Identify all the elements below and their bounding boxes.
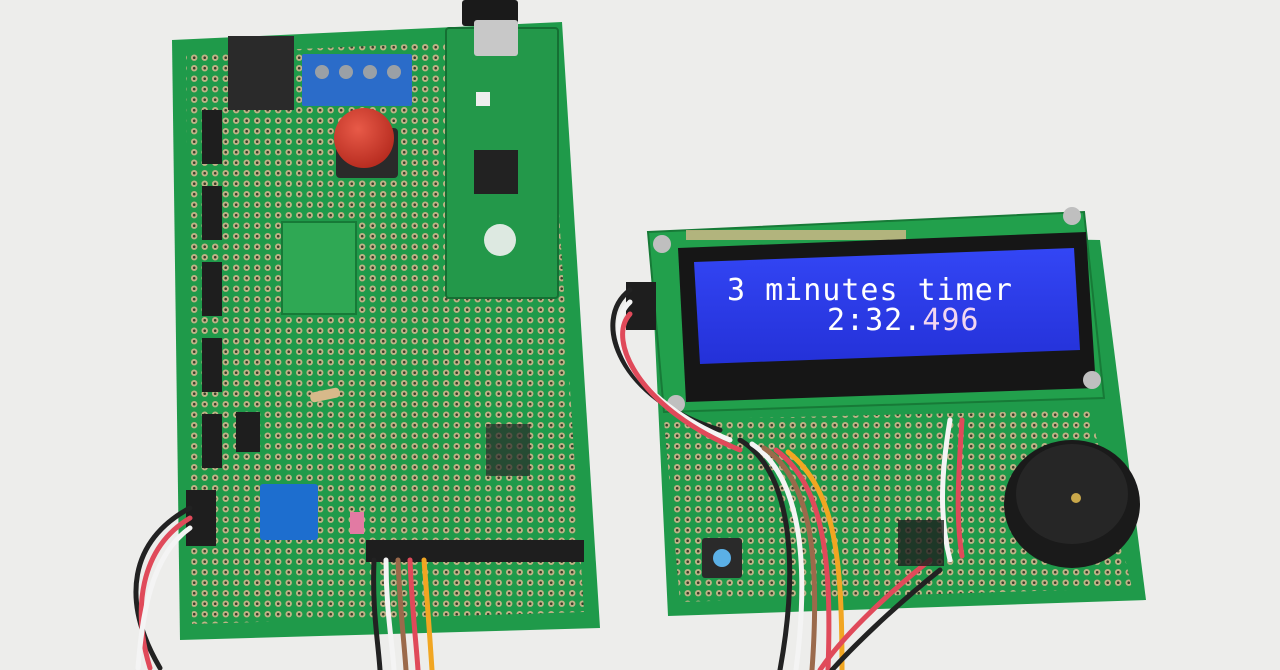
- timer-value-milliseconds: 496: [922, 303, 980, 338]
- bottom-header: [366, 540, 584, 562]
- jumper: [350, 512, 364, 534]
- usb-cable: [462, 0, 518, 26]
- level-shifter-module: [281, 221, 357, 315]
- red-push-button: [334, 108, 398, 178]
- pin-socket: [486, 424, 530, 476]
- relay-module: [228, 36, 294, 110]
- rp2040-chip: [474, 150, 518, 194]
- left-header-pins: [202, 110, 260, 468]
- lcd-header-pins: [686, 230, 906, 240]
- lcd-module: [646, 207, 1106, 414]
- bootsel-button: [476, 92, 490, 106]
- lcd-screen: [694, 248, 1080, 364]
- raspberry-pi-pico-board: [445, 20, 559, 299]
- timer-value-main: 2:32.: [827, 303, 923, 338]
- lcd-wires: [610, 287, 965, 670]
- micro-usb-connector: [474, 20, 518, 56]
- resistor: [310, 387, 340, 403]
- terminal-block: [302, 54, 412, 106]
- raspberry-logo-icon: [484, 224, 516, 256]
- right-connector: [898, 520, 944, 566]
- piezo-buzzer: [1004, 440, 1140, 568]
- lcd-line-1: 3 minutes timer: [727, 273, 1013, 308]
- lcd-line-2: 2:32.496: [827, 306, 980, 336]
- tactile-button: [702, 538, 742, 578]
- left-wires: [133, 505, 435, 670]
- sensor-breakout: [260, 484, 318, 540]
